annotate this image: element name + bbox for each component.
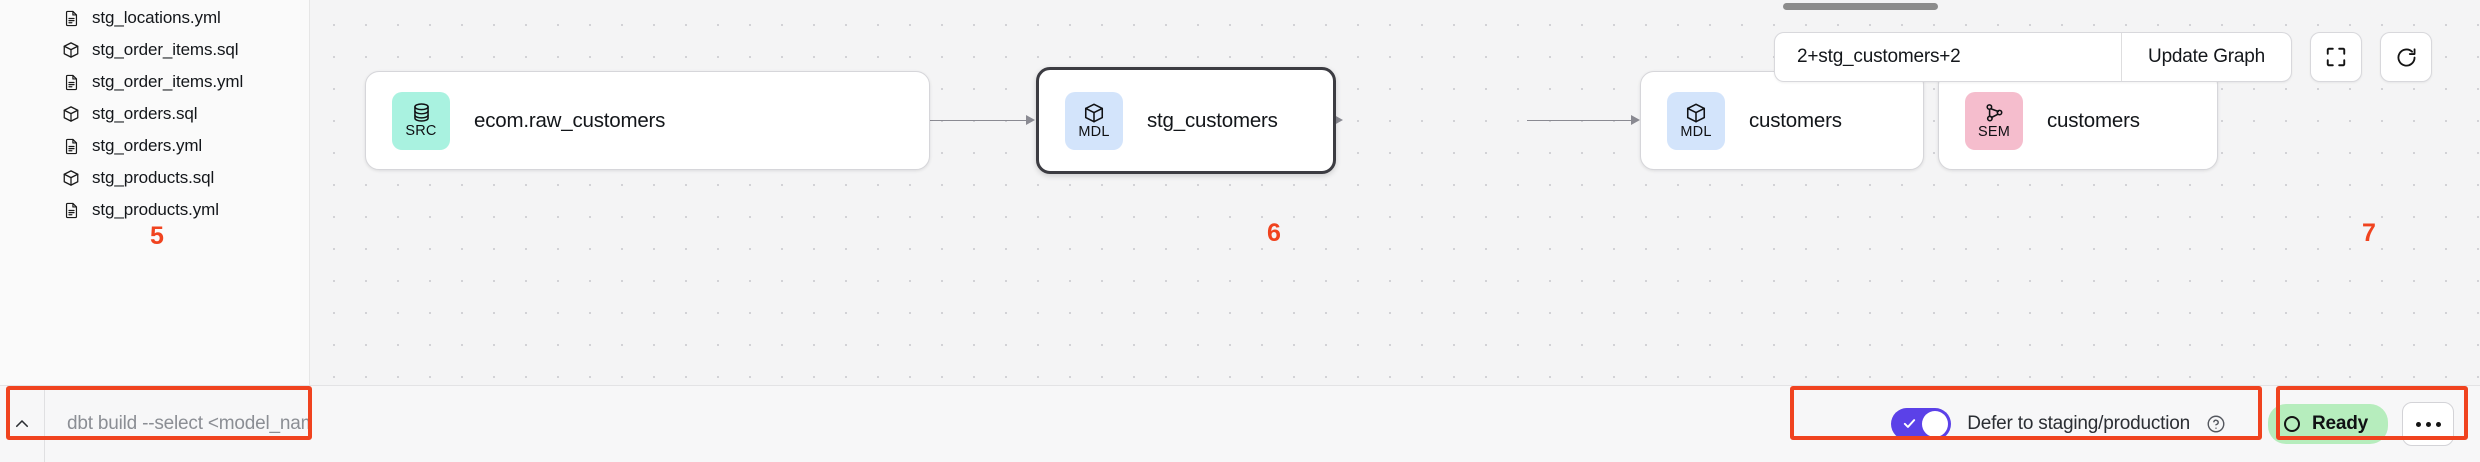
cube-icon xyxy=(1083,102,1105,124)
refresh-button[interactable] xyxy=(2380,32,2432,82)
node-badge-label: SRC xyxy=(405,123,437,140)
node-label: stg_customers xyxy=(1147,108,1278,132)
cube-sql-icon xyxy=(62,105,80,123)
status-badge[interactable]: Ready xyxy=(2267,404,2388,444)
node-badge-mdl: MDL xyxy=(1667,91,1725,150)
edge-arrow-stg-to-model xyxy=(1334,115,1343,125)
file-name: stg_products.sql xyxy=(92,168,215,187)
graph-node-source[interactable]: SRC ecom.raw_customers xyxy=(365,71,930,170)
horizontal-scrollbar[interactable] xyxy=(1783,3,1938,10)
graph-node-stg-customers[interactable]: MDL stg_customers xyxy=(1036,67,1336,174)
database-icon xyxy=(411,102,432,123)
file-list-item[interactable]: stg_orders.yml xyxy=(0,130,309,162)
edge-arrow-src-to-stg xyxy=(1026,115,1035,125)
defer-toggle-group: Defer to staging/production xyxy=(1869,395,2248,453)
file-name: stg_products.yml xyxy=(92,200,219,219)
node-badge-label: MDL xyxy=(1680,123,1712,140)
edge-arrow-model-to-sem xyxy=(1631,115,1640,125)
file-name: stg_orders.yml xyxy=(92,136,203,155)
file-name: stg_order_items.sql xyxy=(92,40,239,59)
file-name: stg_orders.sql xyxy=(92,104,198,123)
node-label: customers xyxy=(1749,108,1842,132)
node-label: customers xyxy=(2047,108,2140,132)
graph-selector-group: Update Graph xyxy=(1774,32,2292,82)
status-group: Ready xyxy=(2248,395,2480,453)
ellipsis-icon xyxy=(2425,421,2431,427)
ellipsis-icon xyxy=(2415,421,2421,427)
cube-sql-icon xyxy=(62,169,80,187)
more-options-button[interactable] xyxy=(2402,402,2454,446)
edge-src-to-stg xyxy=(928,120,1028,121)
update-graph-button[interactable]: Update Graph xyxy=(2121,33,2291,81)
file-list-item[interactable]: stg_products.sql xyxy=(0,162,309,194)
file-list-item[interactable]: stg_products.yml xyxy=(0,194,309,226)
check-icon xyxy=(1902,416,1917,436)
command-bar-zone xyxy=(0,386,312,462)
edge-model-to-sem xyxy=(1527,120,1633,121)
network-icon xyxy=(1983,102,2005,124)
file-yml-icon xyxy=(62,73,80,91)
question-circle-icon[interactable] xyxy=(2206,414,2226,434)
file-list-item[interactable]: stg_order_items.yml xyxy=(0,66,309,98)
bottom-status-bar: Defer to staging/production Ready xyxy=(0,385,2480,462)
cube-sql-icon xyxy=(62,41,80,59)
toggle-knob xyxy=(1922,411,1949,437)
file-name: stg_locations.yml xyxy=(92,8,221,27)
file-yml-icon xyxy=(62,201,80,219)
main-content-row: stg_locations.yml stg_order_items.sql st… xyxy=(0,0,2480,385)
file-name: stg_order_items.yml xyxy=(92,72,244,91)
graph-node-customers-model[interactable]: MDL customers xyxy=(1640,71,1924,170)
chevron-up-icon[interactable] xyxy=(0,386,45,462)
node-badge-src: SRC xyxy=(392,91,450,150)
file-list-item[interactable]: stg_locations.yml xyxy=(0,2,309,34)
node-badge-sem: SEM xyxy=(1965,91,2023,150)
command-bar xyxy=(0,386,312,462)
fullscreen-button[interactable] xyxy=(2310,32,2362,82)
lineage-graph-canvas[interactable]: SRC ecom.raw_customers MDL stg_customers xyxy=(310,0,2480,385)
refresh-icon xyxy=(2395,46,2418,69)
graph-toolbar: Update Graph xyxy=(1774,32,2432,82)
graph-select-input[interactable] xyxy=(1775,33,2122,81)
file-list-item[interactable]: stg_orders.sql xyxy=(0,98,309,130)
file-yml-icon xyxy=(62,137,80,155)
node-badge-label: SEM xyxy=(1977,123,2011,140)
node-badge-label: MDL xyxy=(1078,123,1110,140)
file-list-item[interactable]: stg_order_items.sql xyxy=(0,34,309,66)
circle-outline-icon xyxy=(2283,416,2300,432)
node-label: ecom.raw_customers xyxy=(474,108,666,132)
fullscreen-icon xyxy=(2325,46,2347,68)
status-label: Ready xyxy=(2311,413,2368,434)
defer-toggle[interactable] xyxy=(1891,408,1952,440)
ellipsis-icon xyxy=(2435,421,2441,427)
file-list: stg_locations.yml stg_order_items.sql st… xyxy=(0,0,309,226)
node-badge-mdl: MDL xyxy=(1065,91,1123,150)
cube-icon xyxy=(1685,102,1707,124)
file-explorer-sidebar: stg_locations.yml stg_order_items.sql st… xyxy=(0,0,310,385)
defer-label: Defer to staging/production xyxy=(1967,413,2190,434)
graph-node-customers-semantic[interactable]: SEM customers xyxy=(1938,71,2218,170)
command-input[interactable] xyxy=(45,386,312,462)
file-yml-icon xyxy=(62,9,80,27)
